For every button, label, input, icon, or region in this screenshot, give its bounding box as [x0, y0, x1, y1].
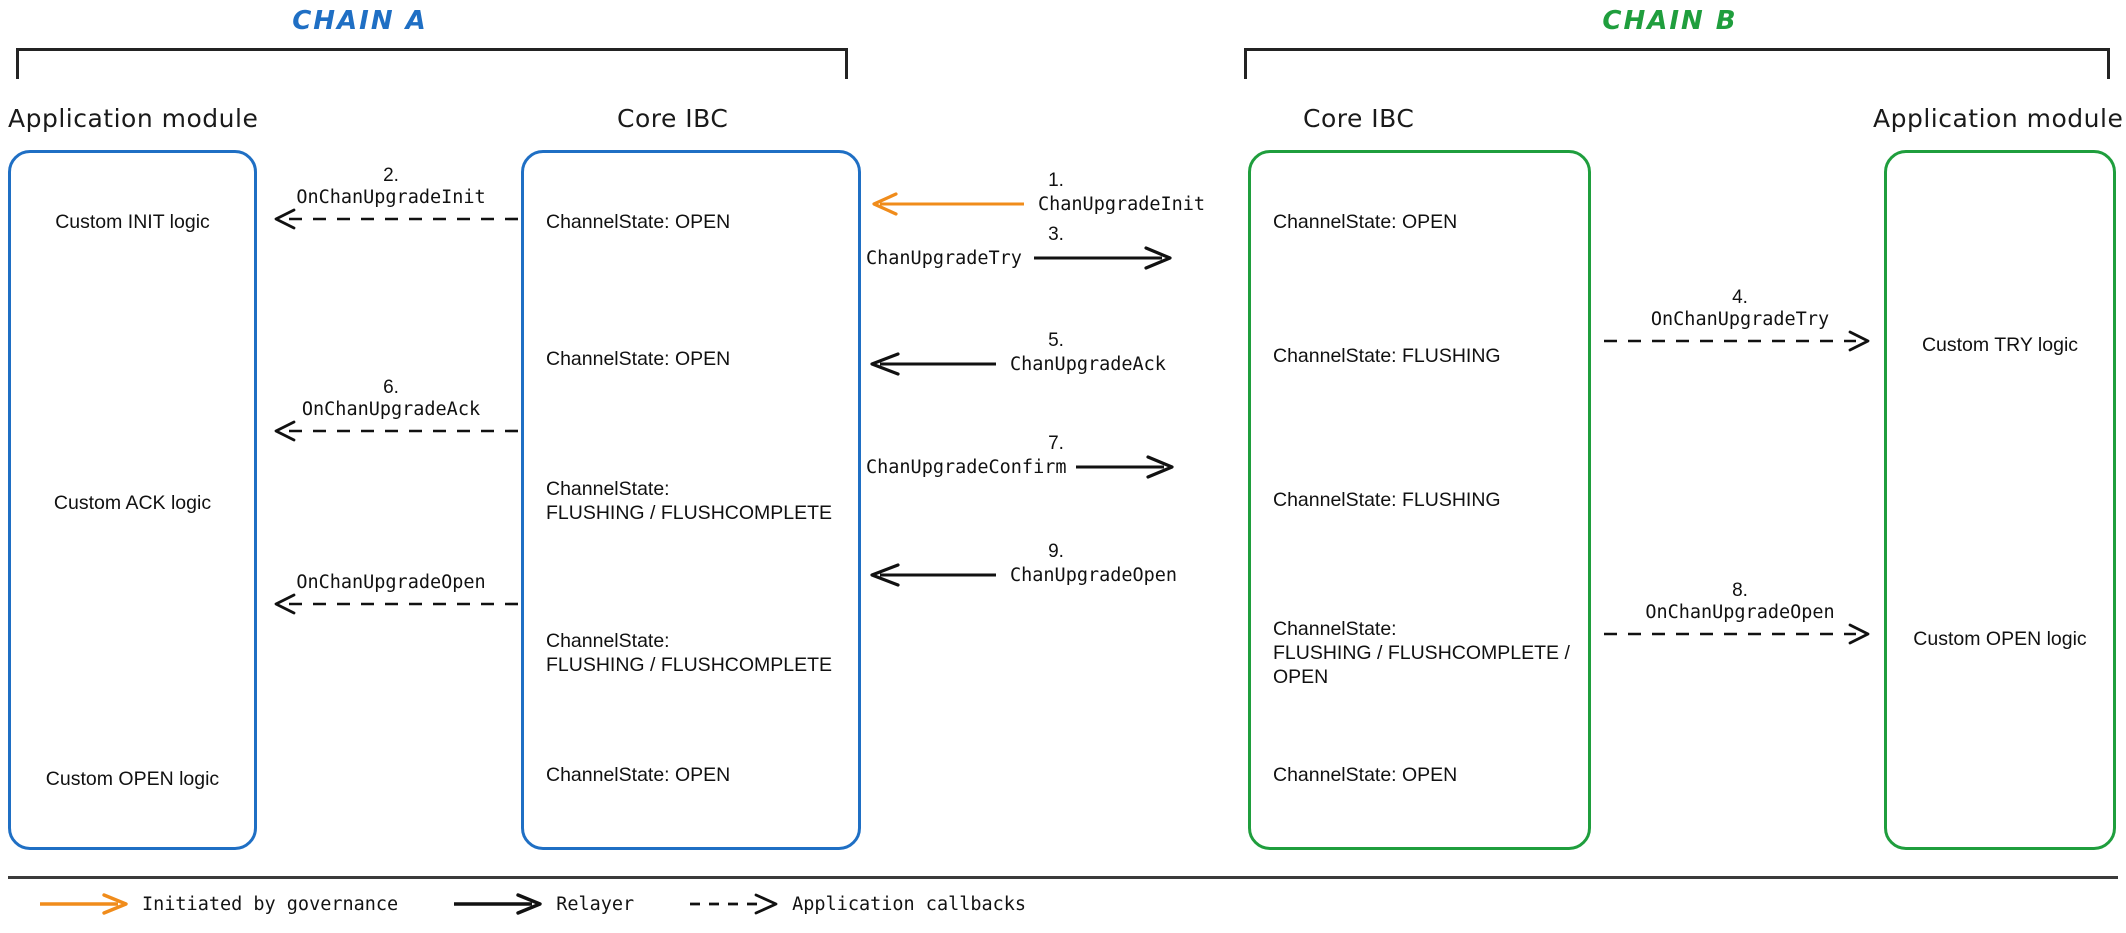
chain-a-app-module-box [8, 150, 257, 850]
chain-a-bracket [16, 48, 848, 79]
callback-arrow-left-icon [274, 208, 518, 230]
message-7-label: ChanUpgradeConfirm [866, 456, 1067, 478]
message-2: 2. OnChanUpgradeInit [262, 165, 520, 230]
chain-b-core-ibc-box [1248, 150, 1591, 850]
chain-a-core-entry-5: ChannelState: OPEN [546, 764, 731, 786]
message-4-label: OnChanUpgradeTry [1650, 309, 1830, 330]
message-2-label: OnChanUpgradeInit [296, 187, 486, 208]
message-6-label: OnChanUpgradeAck [301, 399, 481, 420]
chain-a-app-module-label: Application module [8, 104, 259, 133]
message-4: 4. OnChanUpgradeTry [1600, 287, 1880, 352]
message-9: 9. ChanUpgradeOpen [866, 541, 1246, 587]
chain-b-core-entry-5: ChannelState: OPEN [1273, 764, 1458, 786]
chain-b-app-module-label: Application module [1873, 104, 2124, 133]
chain-b-core-entry-2: ChannelState: FLUSHING [1273, 345, 1501, 367]
chain-a-core-entry-2: ChannelState: OPEN [546, 348, 731, 370]
chain-b-title: CHAIN B [1602, 6, 1738, 36]
chain-a-app-entry-ack: Custom ACK logic [53, 492, 212, 514]
legend-item-relayer: Relayer [454, 893, 634, 915]
legend: Initiated by governance Relayer Applicat… [40, 893, 1026, 915]
chain-a-core-entry-1: ChannelState: OPEN [546, 211, 731, 233]
chain-a-core-ibc-box [521, 150, 861, 850]
message-9-number: 9. [1048, 541, 1064, 562]
legend-callbacks-label: Application callbacks [792, 893, 1027, 915]
message-8-number: 8. [1732, 580, 1748, 601]
chain-b-core-entry-3: ChannelState: FLUSHING [1273, 489, 1501, 511]
message-open-callback-chain-a-label: OnChanUpgradeOpen [296, 572, 486, 593]
chain-a-core-entry-4: ChannelState: FLUSHING / FLUSHCOMPLETE [546, 630, 833, 676]
chain-b-app-entry-open: Custom OPEN logic [1913, 628, 2087, 650]
callback-arrow-left-icon [274, 593, 518, 615]
message-5-label: ChanUpgradeAck [1010, 353, 1166, 375]
message-6: 6. OnChanUpgradeAck [262, 377, 520, 442]
relayer-arrow-right-icon [1076, 455, 1175, 479]
chain-b-core-entry-4: ChannelState: FLUSHING / FLUSHCOMPLETE /… [1273, 618, 1570, 688]
callback-arrow-right-icon [1604, 330, 1870, 352]
message-1-number: 1. [1048, 170, 1064, 191]
legend-relayer-label: Relayer [556, 893, 635, 915]
callback-arrow-right-icon [1604, 623, 1870, 645]
message-3-number: 3. [1048, 224, 1064, 245]
message-1: 1. ChanUpgradeInit [866, 170, 1246, 216]
chain-a-app-entry-open: Custom OPEN logic [45, 768, 220, 790]
callback-arrow-left-icon [274, 420, 518, 442]
callback-arrow-icon [690, 893, 778, 915]
governance-arrow-left-icon [872, 192, 1024, 216]
message-8: 8. OnChanUpgradeOpen [1600, 580, 1880, 645]
legend-divider [8, 876, 2118, 879]
chain-b-bracket [1244, 48, 2110, 79]
relayer-arrow-right-icon [1033, 246, 1172, 270]
message-5-number: 5. [1048, 330, 1064, 351]
chain-b-app-module-box [1884, 150, 2116, 850]
chain-b-app-entry-try: Custom TRY logic [1921, 334, 2079, 356]
message-9-label: ChanUpgradeOpen [1010, 564, 1178, 586]
legend-item-callbacks: Application callbacks [690, 893, 1026, 915]
message-6-number: 6. [383, 377, 399, 398]
message-4-number: 4. [1732, 287, 1748, 308]
chain-b-core-ibc-label: Core IBC [1303, 104, 1415, 133]
message-3: 3. ChanUpgradeTry [866, 224, 1246, 270]
chain-a-core-entry-3: ChannelState: FLUSHING / FLUSHCOMPLETE [546, 478, 833, 524]
message-5: 5. ChanUpgradeAck [866, 330, 1246, 376]
message-7: 7. ChanUpgradeConfirm [866, 433, 1246, 479]
relayer-arrow-icon [454, 893, 542, 915]
chain-a-app-entry-init: Custom INIT logic [55, 211, 210, 233]
relayer-arrow-left-icon [870, 563, 996, 587]
relayer-arrow-left-icon [870, 352, 996, 376]
chain-a-core-ibc-label: Core IBC [617, 104, 729, 133]
message-open-callback-chain-a: OnChanUpgradeOpen [262, 572, 520, 615]
legend-governance-label: Initiated by governance [142, 893, 399, 915]
chain-a-title: CHAIN A [292, 6, 428, 36]
message-1-label: ChanUpgradeInit [1038, 193, 1206, 215]
message-8-label: OnChanUpgradeOpen [1645, 602, 1835, 623]
message-7-number: 7. [1048, 433, 1064, 454]
message-3-label: ChanUpgradeTry [866, 247, 1022, 269]
governance-arrow-icon [40, 893, 128, 915]
chain-b-core-entry-1: ChannelState: OPEN [1273, 211, 1458, 233]
legend-item-governance: Initiated by governance [40, 893, 398, 915]
message-2-number: 2. [383, 165, 399, 186]
